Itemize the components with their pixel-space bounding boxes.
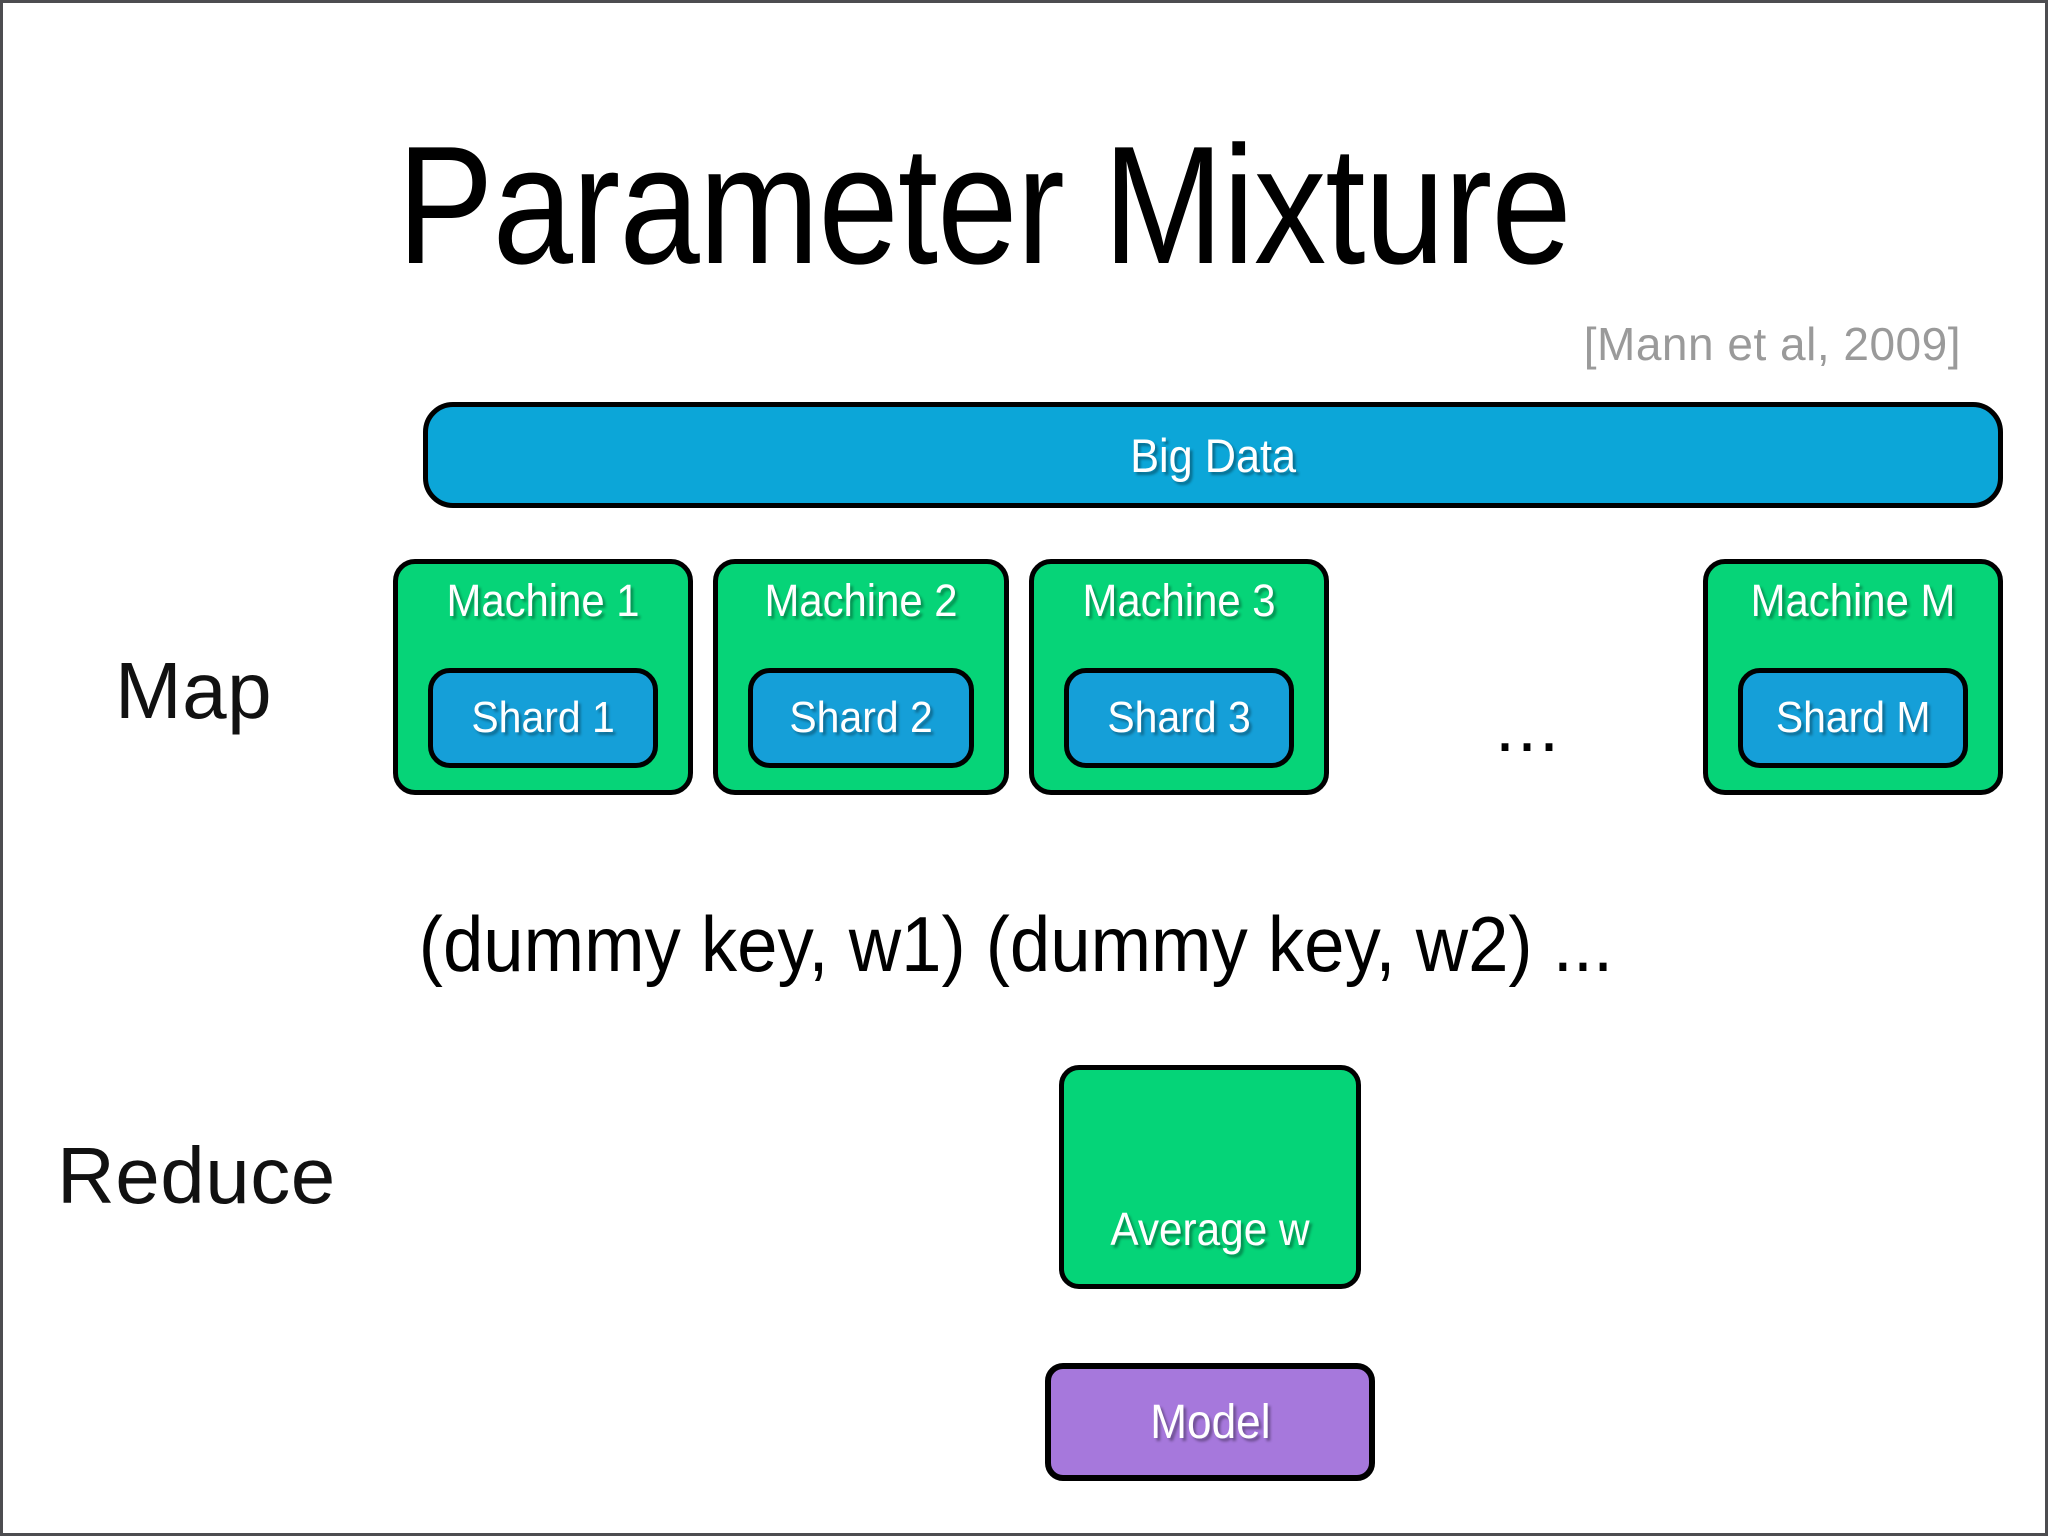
machine-title-m: Machine M: [1750, 575, 1956, 626]
model-label: Model: [1149, 1395, 1271, 1449]
intermediate-output-text: (dummy key, w1) (dummy key, w2) ...: [418, 900, 1614, 988]
machine-title-3: Machine 3: [1082, 575, 1276, 626]
shard-box-2: Shard 2: [748, 668, 974, 768]
citation-reference: [Mann et al, 2009]: [1583, 318, 1961, 370]
big-data-label: Big Data: [1130, 428, 1296, 482]
shard-label-m: Shard M: [1775, 693, 1931, 742]
big-data-bar: Big Data: [423, 402, 2003, 508]
machine-box-1: Machine 1 Shard 1: [393, 559, 693, 795]
average-w-box: Average w: [1059, 1065, 1361, 1289]
shard-box-m: Shard M: [1738, 668, 1968, 768]
machine-box-3: Machine 3 Shard 3: [1029, 559, 1329, 795]
machine-box-m: Machine M Shard M: [1703, 559, 2003, 795]
shard-label-3: Shard 3: [1107, 693, 1251, 742]
machine-ellipsis: ...: [1495, 687, 1562, 767]
stage-label-reduce: Reduce: [57, 1131, 336, 1220]
shard-label-2: Shard 2: [789, 693, 933, 742]
machine-title-1: Machine 1: [446, 575, 640, 626]
shard-label-1: Shard 1: [471, 693, 615, 742]
shard-box-3: Shard 3: [1064, 668, 1294, 768]
average-w-label: Average w: [1110, 1203, 1310, 1255]
page-title: Parameter Mixture: [397, 111, 1572, 299]
model-box: Model: [1045, 1363, 1375, 1481]
machine-row: Machine 1 Shard 1 Machine 2 Shard 2 Mach…: [3, 3, 2048, 1539]
stage-label-map: Map: [115, 646, 273, 735]
machine-box-2: Machine 2 Shard 2: [713, 559, 1009, 795]
shard-box-1: Shard 1: [428, 668, 658, 768]
machine-title-2: Machine 2: [764, 575, 958, 626]
